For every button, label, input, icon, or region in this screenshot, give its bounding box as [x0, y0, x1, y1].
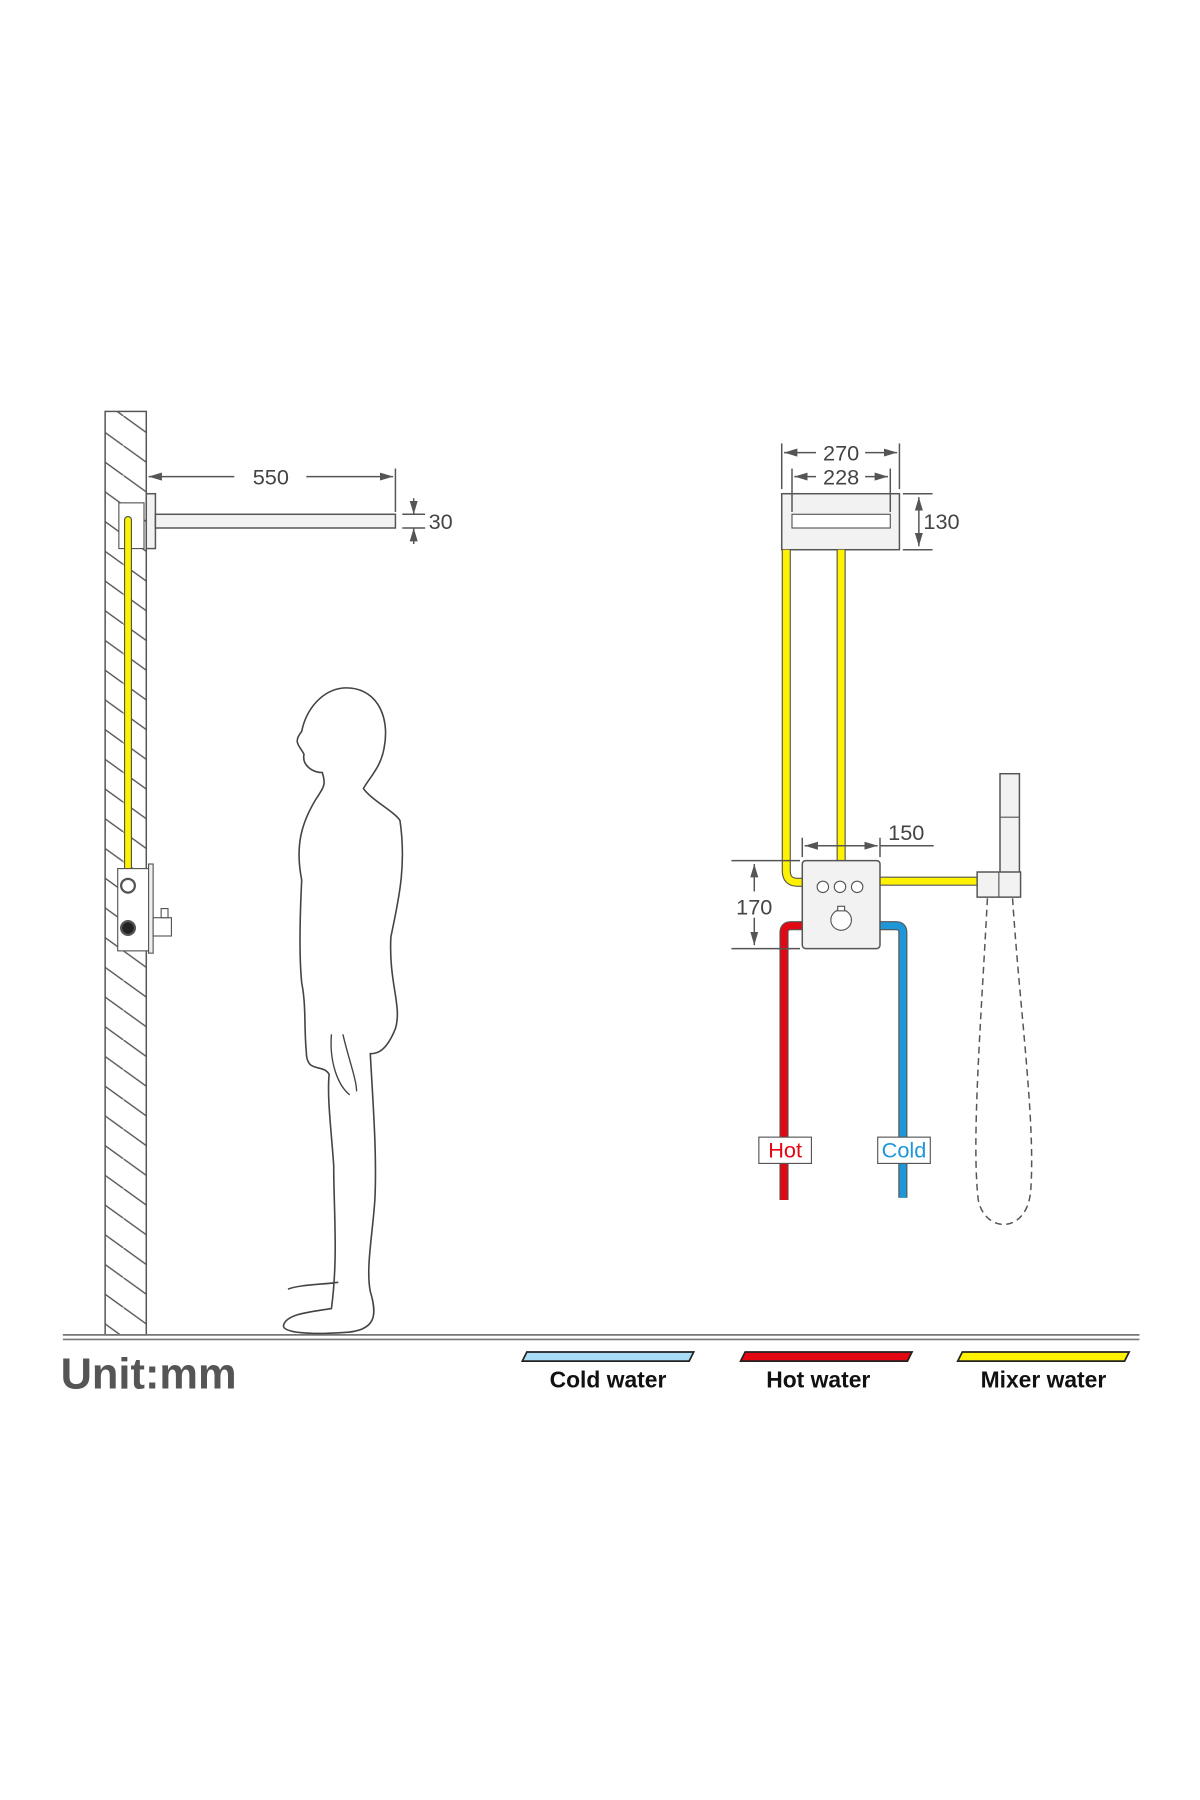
function-button-3 [850, 880, 864, 894]
dim-270: 270 [823, 441, 859, 466]
legend-hot-water: Hot water [739, 1351, 914, 1392]
person-silhouette [282, 687, 404, 1335]
cold-label-text: Cold [882, 1138, 927, 1163]
head-depth-dimension: 130 [902, 492, 960, 551]
hand-shower [975, 772, 1033, 1226]
cold-pipe [878, 921, 908, 1198]
function-button-2 [833, 880, 847, 894]
legend-mixer-water: Mixer water [956, 1351, 1131, 1392]
hot-label-text: Hot [768, 1138, 802, 1163]
thermostatic-valve [801, 859, 881, 950]
rain-shower-head [780, 492, 901, 551]
legend-cold-water: Cold water [520, 1351, 696, 1392]
dim-30: 30 [429, 509, 453, 534]
valve-width-dimension: 150 [801, 820, 934, 858]
person-hand [330, 1034, 358, 1096]
cold-label: Cold [877, 1136, 931, 1164]
unit-label: Unit:mm [61, 1351, 237, 1399]
dim-228: 228 [823, 465, 859, 490]
shower-arm [118, 492, 397, 550]
function-button-1 [816, 880, 830, 894]
hot-label: Hot [758, 1136, 812, 1164]
mixer-pipes [781, 549, 979, 887]
temperature-knob [830, 909, 852, 931]
head-thickness-dimension: 30 [402, 498, 453, 544]
arm-length-dimension: 550 [148, 465, 397, 512]
dim-130: 130 [923, 509, 959, 534]
dim-170: 170 [736, 894, 772, 919]
legend-cold-label: Cold water [550, 1366, 667, 1392]
valve-height-dimension: 170 [731, 859, 800, 950]
hot-pipe [779, 921, 804, 1200]
wall-valve [117, 863, 172, 954]
shower-hose [975, 898, 1033, 1226]
head-width-dimensions: 270 228 [780, 441, 901, 512]
dim-550: 550 [253, 465, 289, 490]
dim-150: 150 [888, 820, 924, 845]
legend-mixer-label: Mixer water [981, 1366, 1107, 1392]
legend-hot-label: Hot water [766, 1366, 870, 1392]
